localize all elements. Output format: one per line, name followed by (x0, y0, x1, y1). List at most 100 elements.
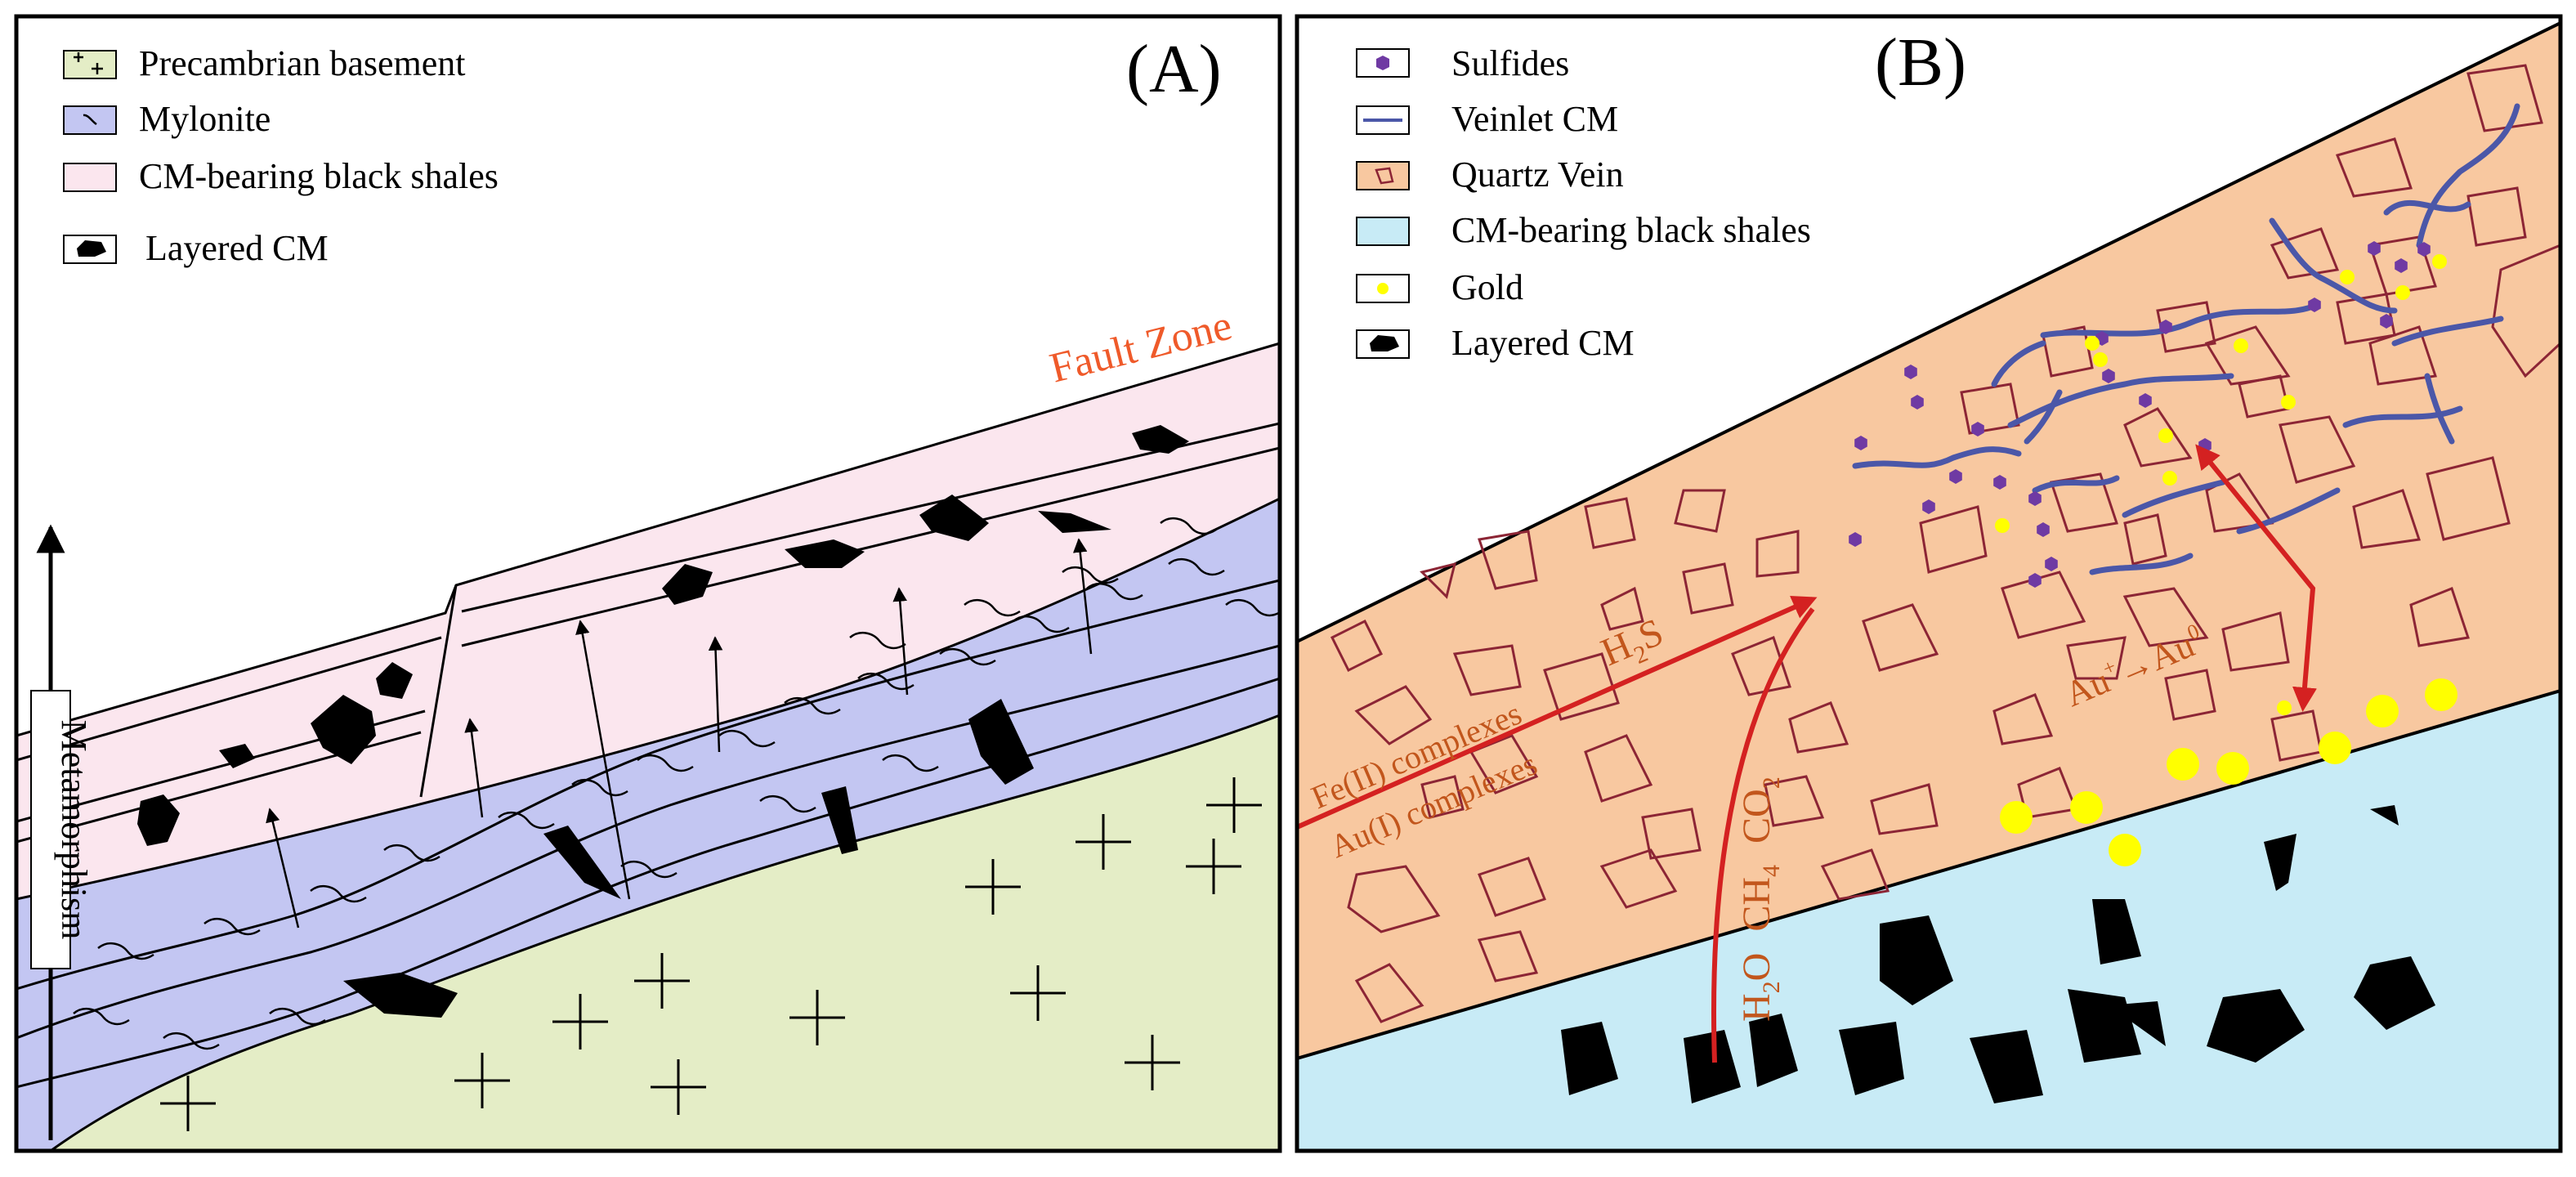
sulfide-grain (1993, 475, 2006, 490)
sulfide-grain (2028, 491, 2042, 506)
basement-cross (454, 1053, 510, 1108)
panel-b: Fe(II) complexes Au(I) complexes H2S H2O… (1295, 14, 2563, 1153)
gold-grain (2395, 285, 2410, 300)
mylonite-squiggle (637, 754, 694, 772)
legend-quartz-fragment-icon (1375, 167, 1394, 185)
layered-cm-fragment (2354, 956, 2435, 1030)
panel-a-frame (14, 14, 1282, 1153)
sulfide-grain (1911, 395, 1924, 409)
mylonite-squiggle (498, 811, 555, 830)
legend-label-mylonite: Mylonite (139, 99, 271, 139)
layered-cm-blob (662, 564, 713, 605)
quartz-fragment (2204, 325, 2291, 386)
gas-ch-sub: 4 (1758, 865, 1785, 877)
layered-cm-blob (1038, 511, 1111, 533)
gases-flow-arrow (1711, 607, 1815, 1063)
veinlet-trace (2089, 553, 2194, 575)
quartz-fragment (1674, 489, 1726, 533)
mylonite-squiggles (73, 517, 1280, 1050)
quartz-fragment (2466, 186, 2527, 247)
quartz-fragment (1478, 530, 1538, 590)
veinlet-trace (1991, 340, 2046, 387)
sulfide-grain (1949, 469, 1962, 484)
panel-a-label: (A) (1126, 31, 1222, 107)
metamorphism-arrow (266, 808, 300, 929)
mylonite-squiggle (73, 1007, 130, 1026)
quartz-fragment (1919, 505, 1988, 574)
gas-h: H (1735, 993, 1778, 1022)
mylonite-squiggle (1160, 517, 1217, 535)
basement-cross (789, 990, 845, 1045)
mylonite-squiggle (882, 754, 939, 772)
mylonite-squiggle (97, 942, 154, 960)
quartz-fragment (2066, 636, 2127, 680)
mylonite-squiggle (571, 778, 628, 797)
veinlet-trace (2416, 103, 2520, 248)
metamorphism-arrow (708, 636, 723, 753)
layered-cm-blob (968, 699, 1034, 785)
layered-cm-fragment (2092, 899, 2141, 964)
gold-grain (2281, 395, 2296, 409)
gold-grain (2425, 678, 2457, 711)
panel-a-section (16, 342, 1280, 1151)
quartz-fragment (1469, 734, 1539, 794)
gold-grain (2234, 338, 2248, 353)
mylonite-squiggle (1168, 557, 1225, 576)
quartz-fragment (1600, 586, 1644, 631)
sulfide-grain (2159, 320, 2172, 334)
legend-label-quartz: Quartz Vein (1451, 154, 1624, 195)
veinlet-trace (1852, 446, 2022, 469)
quartz-fragment (1682, 562, 1734, 615)
veinlet-trace (2424, 373, 2455, 445)
precambrian-basement-layer (51, 715, 1280, 1151)
layered-cm-blob (376, 662, 413, 699)
layered-cm-fragment (2370, 805, 2399, 826)
quartz-fragment (1477, 930, 1539, 982)
gold-grain (2093, 352, 2108, 367)
quartz-fragment (2335, 137, 2413, 198)
quartz-fragment (1870, 783, 1939, 835)
sulfide-grain (2368, 241, 2381, 256)
veinlet-trace (2269, 217, 2398, 314)
veinlet-trace (2383, 200, 2471, 216)
quartz-fragment (1420, 562, 1457, 599)
veinlet-trace (2024, 389, 2063, 445)
layered-cm-fragment (1880, 915, 1953, 1005)
gas-o: O (1735, 953, 1778, 982)
legend-layered-cm-icon (77, 240, 106, 257)
metamorphism-arrows (266, 538, 1093, 929)
sulfide-grain (2308, 298, 2321, 312)
layered-cm-fragment (1561, 1022, 1618, 1095)
gold-grain (2158, 428, 2173, 443)
mylonite-squiggle (759, 794, 816, 813)
complexes-flow-arrow (1295, 595, 1818, 830)
legend-sulfide-icon (1376, 56, 1389, 70)
layered-cm-fragment (1970, 1030, 2043, 1103)
quartz-fragment (2050, 472, 2118, 533)
basement-cross (1125, 1035, 1180, 1090)
layered-cm-blob (219, 744, 255, 768)
quartz-fragment (1452, 644, 1522, 696)
mylonite-squiggle (1086, 582, 1143, 601)
quartz-fragment (1788, 701, 1849, 754)
redox-double-arrow (2195, 444, 2317, 712)
gold-grain (2432, 254, 2447, 269)
quartz-fragment (1641, 808, 1702, 860)
layered-cm-fragment (1749, 1014, 1798, 1087)
gas-ch: CH (1735, 877, 1778, 932)
layered-cm-blob (821, 786, 858, 854)
mylonite-squiggle (784, 696, 841, 715)
metamorphism-arrow (575, 620, 631, 900)
basement-cross (651, 1059, 706, 1115)
legend-label-shales-b: CM-bearing black shales (1451, 210, 1811, 250)
quartz-fragment (1820, 848, 1890, 901)
mylonite-squiggle (1062, 566, 1119, 584)
metamorphism-label: Metamorphism (54, 720, 94, 940)
sulfide-grain (1922, 499, 1935, 514)
gold-grains (1995, 254, 2457, 866)
quartz-fragment (1584, 497, 1636, 549)
layered-cm-blob (919, 495, 989, 541)
mylonite-squiggle (620, 860, 678, 879)
legend-mylonite-squiggle-icon (83, 114, 97, 126)
